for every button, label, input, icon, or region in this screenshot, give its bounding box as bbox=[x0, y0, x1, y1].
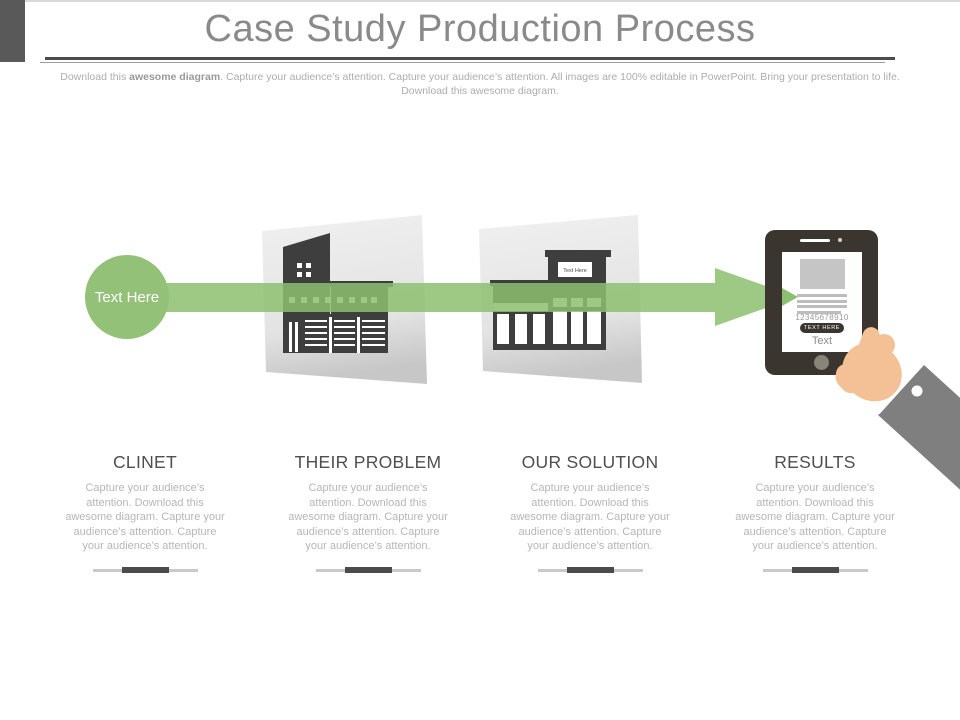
progress-slider bbox=[537, 566, 643, 573]
column-body: Capture your audience’s attention. Downl… bbox=[288, 482, 448, 552]
column-body: Capture your audience’s attention. Downl… bbox=[735, 482, 895, 552]
progress-slider bbox=[315, 566, 421, 573]
tablet-number-text: 12345678910 bbox=[795, 313, 849, 322]
column-client: CLINET Capture your audience’s attention… bbox=[40, 452, 250, 573]
start-circle: Text Here bbox=[85, 255, 169, 339]
title-underline-thin bbox=[40, 62, 885, 63]
tablet-camera-icon bbox=[838, 238, 842, 242]
subtitle-pre: Download this bbox=[60, 71, 130, 83]
column-our-solution: OUR SOLUTION Capture your audience’s att… bbox=[485, 452, 695, 573]
tablet-home-button bbox=[814, 355, 829, 370]
slide-top-edge bbox=[0, 0, 960, 2]
tablet-text-here-button: TEXT HERE bbox=[800, 323, 844, 333]
corner-accent-block bbox=[0, 0, 25, 62]
progress-slider bbox=[762, 566, 868, 573]
column-body: Capture your audience’s attention. Downl… bbox=[65, 482, 225, 552]
page-title: Case Study Production Process bbox=[204, 8, 756, 50]
hand-holding-tablet bbox=[835, 327, 960, 490]
tablet-screen: 12345678910 TEXT HERE Text bbox=[782, 252, 862, 352]
tablet-device: 12345678910 TEXT HERE Text bbox=[765, 230, 878, 375]
slider-fill bbox=[566, 566, 614, 573]
column-heading: RESULTS bbox=[774, 452, 856, 472]
text-line-placeholder bbox=[797, 294, 847, 297]
column-heading: OUR SOLUTION bbox=[521, 452, 659, 472]
column-heading: CLINET bbox=[112, 452, 178, 472]
subtitle-post: . Capture your audience’s attention. Cap… bbox=[220, 71, 900, 97]
start-circle-label: Text Here bbox=[94, 288, 160, 306]
progress-slider bbox=[92, 566, 198, 573]
slider-fill bbox=[791, 566, 839, 573]
text-line-placeholder bbox=[797, 305, 847, 308]
tablet-caption: Text bbox=[811, 335, 833, 347]
text-line-placeholder bbox=[797, 299, 847, 303]
column-results: RESULTS Capture your audience’s attentio… bbox=[710, 452, 920, 573]
tablet-speaker bbox=[800, 239, 830, 242]
column-their-problem: THEIR PROBLEM Capture your audience’s at… bbox=[263, 452, 473, 573]
hand-icon bbox=[835, 327, 902, 402]
title-underline bbox=[45, 57, 895, 60]
subtitle-bold: awesome diagram bbox=[129, 71, 221, 83]
building-storefront-icon: Text Here bbox=[490, 250, 611, 350]
slider-fill bbox=[344, 566, 392, 573]
text-line-placeholder bbox=[797, 310, 841, 314]
slider-fill bbox=[121, 566, 169, 573]
column-heading: THEIR PROBLEM bbox=[294, 452, 442, 472]
image-placeholder bbox=[800, 259, 845, 289]
storefront-sign-label: Text Here bbox=[563, 268, 587, 274]
column-body: Capture your audience’s attention. Downl… bbox=[510, 482, 670, 552]
subtitle-text: Download this awesome diagram. Capture y… bbox=[60, 70, 900, 98]
